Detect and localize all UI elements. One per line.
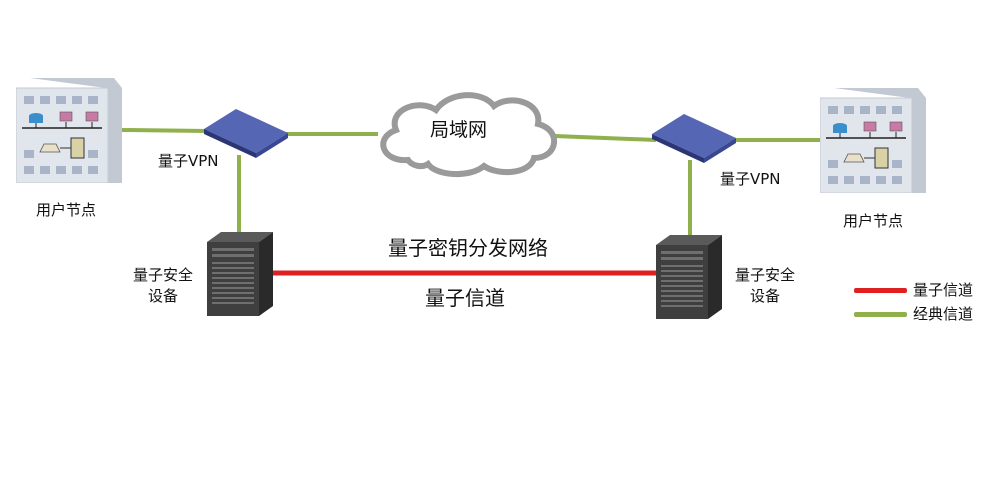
cloud-icon [380, 92, 558, 178]
security-left-label-line2: 设备 [147, 287, 179, 305]
security-left-label-line1: 量子安全 [132, 266, 194, 284]
server-rack-icon [656, 235, 722, 319]
building-icon [16, 78, 122, 183]
legend-swatch-quantum [854, 288, 907, 293]
classical-link-user-left-vpn-left [121, 128, 209, 133]
vpn-right-label: 量子VPN [720, 170, 781, 188]
legend-swatch-classical [854, 312, 907, 317]
qkd-network-label: 量子密钥分发网络 [388, 236, 548, 260]
server-rack-icon [207, 232, 273, 316]
security-right-label-line2: 设备 [749, 287, 781, 305]
user-node-left-label: 用户节点 [35, 201, 97, 219]
quantum-channel-label: 量子信道 [425, 286, 505, 310]
building-icon [820, 88, 926, 193]
user-node-right-label: 用户节点 [842, 212, 904, 230]
cloud-label: 局域网 [430, 119, 488, 141]
legend-label-quantum: 量子信道 [913, 281, 974, 299]
vpn-device-icon [652, 114, 736, 163]
vpn-device-icon [204, 109, 288, 158]
classical-link-cloud-vpn-right [554, 134, 657, 142]
legend-label-classical: 经典信道 [913, 305, 974, 323]
security-right-label-line1: 量子安全 [734, 266, 796, 284]
vpn-left-label: 量子VPN [158, 152, 219, 170]
